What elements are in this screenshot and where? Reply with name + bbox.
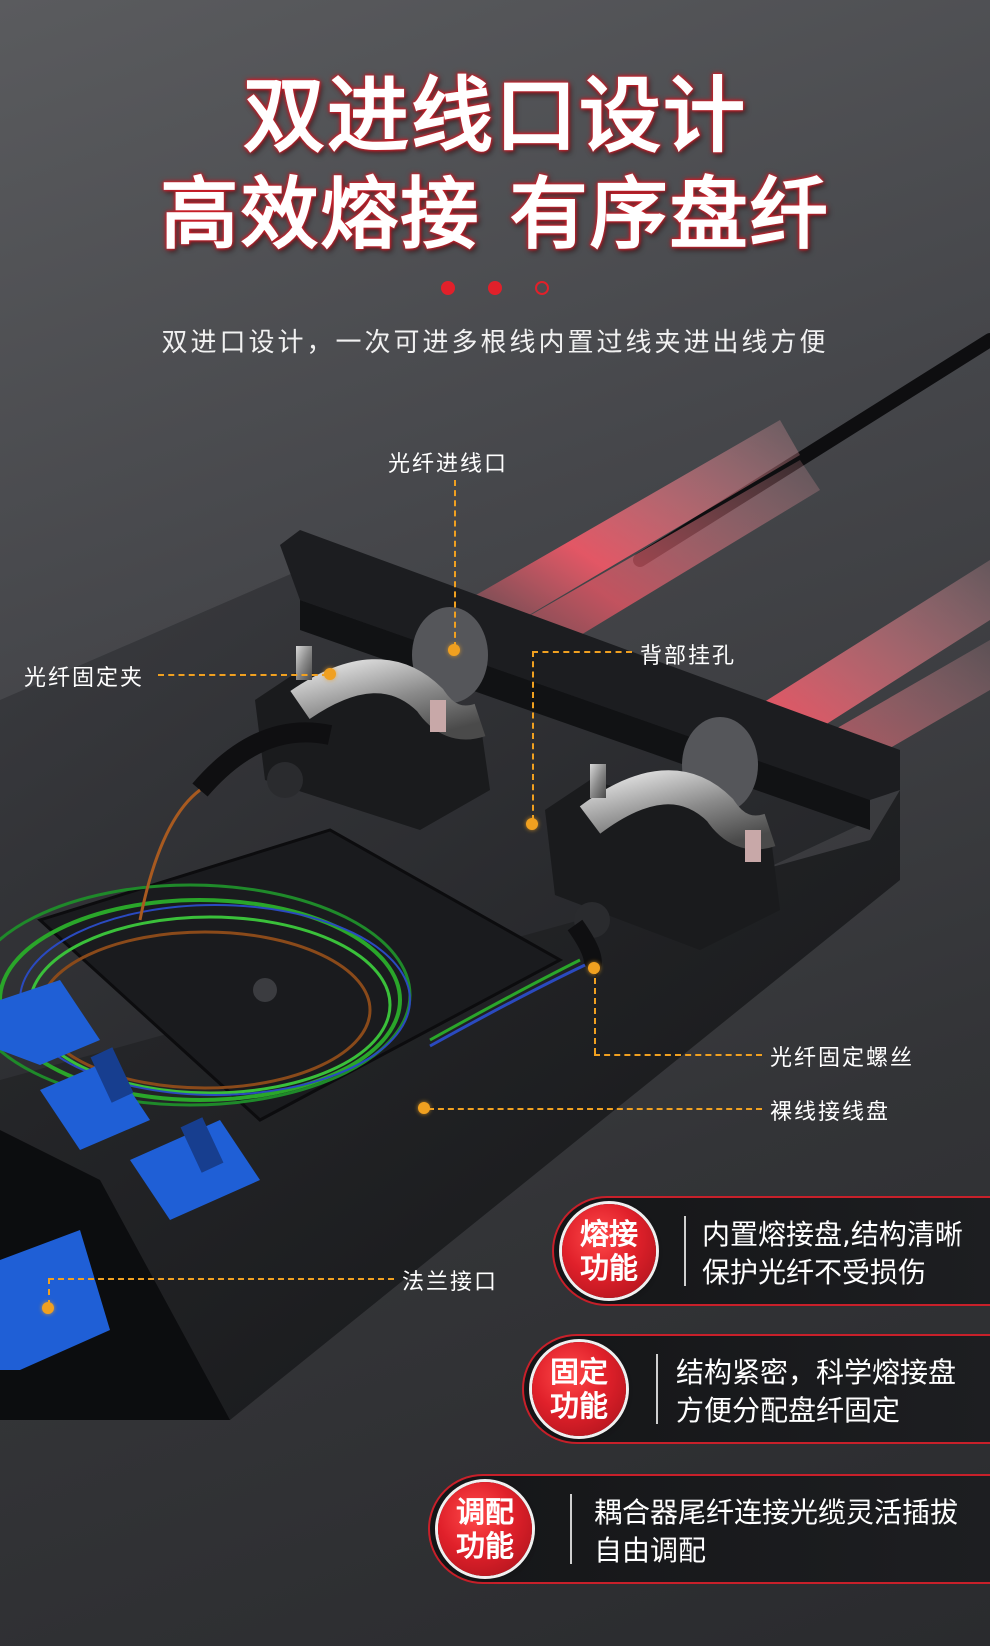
dot-filled-1	[440, 281, 455, 295]
callout-back-hole: 背部挂孔	[640, 644, 737, 669]
feature-fixing: 固定 功能 结构紧密，科学熔接盘 方便分配盘纤固定	[522, 1334, 990, 1444]
feature-line1: 耦合器尾纤连接光缆灵活插拔	[594, 1496, 959, 1529]
feature-line1: 内置熔接盘,结构清晰	[702, 1218, 963, 1251]
fiber-clamp-right	[545, 764, 780, 977]
feature-dispatch-badge: 调配 功能	[438, 1482, 532, 1576]
feature-separator	[684, 1216, 686, 1286]
splice-tray	[0, 788, 586, 1122]
fiber-clamp-left	[192, 646, 490, 830]
feature-line2: 方便分配盘纤固定	[676, 1394, 901, 1427]
callout-fiber-clamp: 光纤固定夹	[24, 666, 145, 691]
marker-fixing-screw	[588, 962, 600, 974]
feature-fusion: 熔接 功能 内置熔接盘,结构清晰 保护光纤不受损伤	[552, 1196, 990, 1306]
subtitle: 双进口设计，一次可进多根线内置过线夹进出线方便	[161, 328, 829, 358]
badge-line1: 固定	[549, 1355, 608, 1389]
feature-fixing-badge: 固定 功能	[532, 1342, 626, 1436]
feature-line1: 结构紧密，科学熔接盘	[676, 1356, 957, 1389]
leader-fiber-clamp	[158, 674, 328, 676]
leader-back-hole-h	[532, 651, 632, 653]
callout-fixing-screw: 光纤固定螺丝	[770, 1046, 915, 1071]
badge-line1: 调配	[455, 1495, 514, 1529]
leader-flange-port-v	[48, 1278, 50, 1306]
badge-line2: 功能	[549, 1389, 608, 1423]
badge-line2: 功能	[455, 1529, 514, 1563]
feature-separator	[570, 1494, 572, 1564]
leader-fixing-screw-h	[594, 1054, 762, 1056]
badge-line2: 功能	[579, 1251, 638, 1285]
leader-flange-port-h	[48, 1278, 394, 1280]
feature-line2: 自由调配	[594, 1534, 707, 1567]
leader-back-hole-v	[532, 651, 534, 821]
sc-couplers	[0, 980, 260, 1370]
feature-line2: 保护光纤不受损伤	[702, 1256, 927, 1289]
marker-fiber-clamp	[324, 668, 336, 680]
marker-flange-port	[42, 1302, 54, 1314]
marker-fiber-inlet	[448, 644, 460, 656]
headline-line2: 高效熔接 有序盘纤	[160, 170, 830, 260]
feature-fusion-text: 内置熔接盘,结构清晰 保护光纤不受损伤	[702, 1216, 963, 1292]
leader-bare-fiber-tray	[428, 1108, 762, 1110]
feature-separator	[656, 1354, 658, 1424]
feature-fixing-text: 结构紧密，科学熔接盘 方便分配盘纤固定	[676, 1354, 956, 1430]
badge-line1: 熔接	[579, 1217, 638, 1251]
callout-flange-port: 法兰接口	[402, 1270, 499, 1295]
dot-filled-2	[488, 281, 502, 295]
callout-bare-fiber-tray: 裸线接线盘	[770, 1100, 891, 1125]
feature-dispatch: 调配 功能 耦合器尾纤连接光缆灵活插拔 自由调配	[428, 1474, 990, 1584]
callout-fiber-inlet: 光纤进线口	[388, 452, 509, 477]
headline-line1: 双进线口设计	[242, 69, 747, 164]
feature-dispatch-text: 耦合器尾纤连接光缆灵活插拔 自由调配	[594, 1494, 958, 1570]
feature-fusion-badge: 熔接 功能	[562, 1204, 656, 1298]
leader-fixing-screw-v	[594, 968, 596, 1054]
dot-hollow	[535, 281, 550, 295]
leader-fiber-inlet	[454, 480, 456, 648]
pagination-dots	[0, 280, 990, 299]
marker-back-hole	[526, 818, 538, 830]
marker-bare-fiber-tray	[418, 1102, 430, 1114]
